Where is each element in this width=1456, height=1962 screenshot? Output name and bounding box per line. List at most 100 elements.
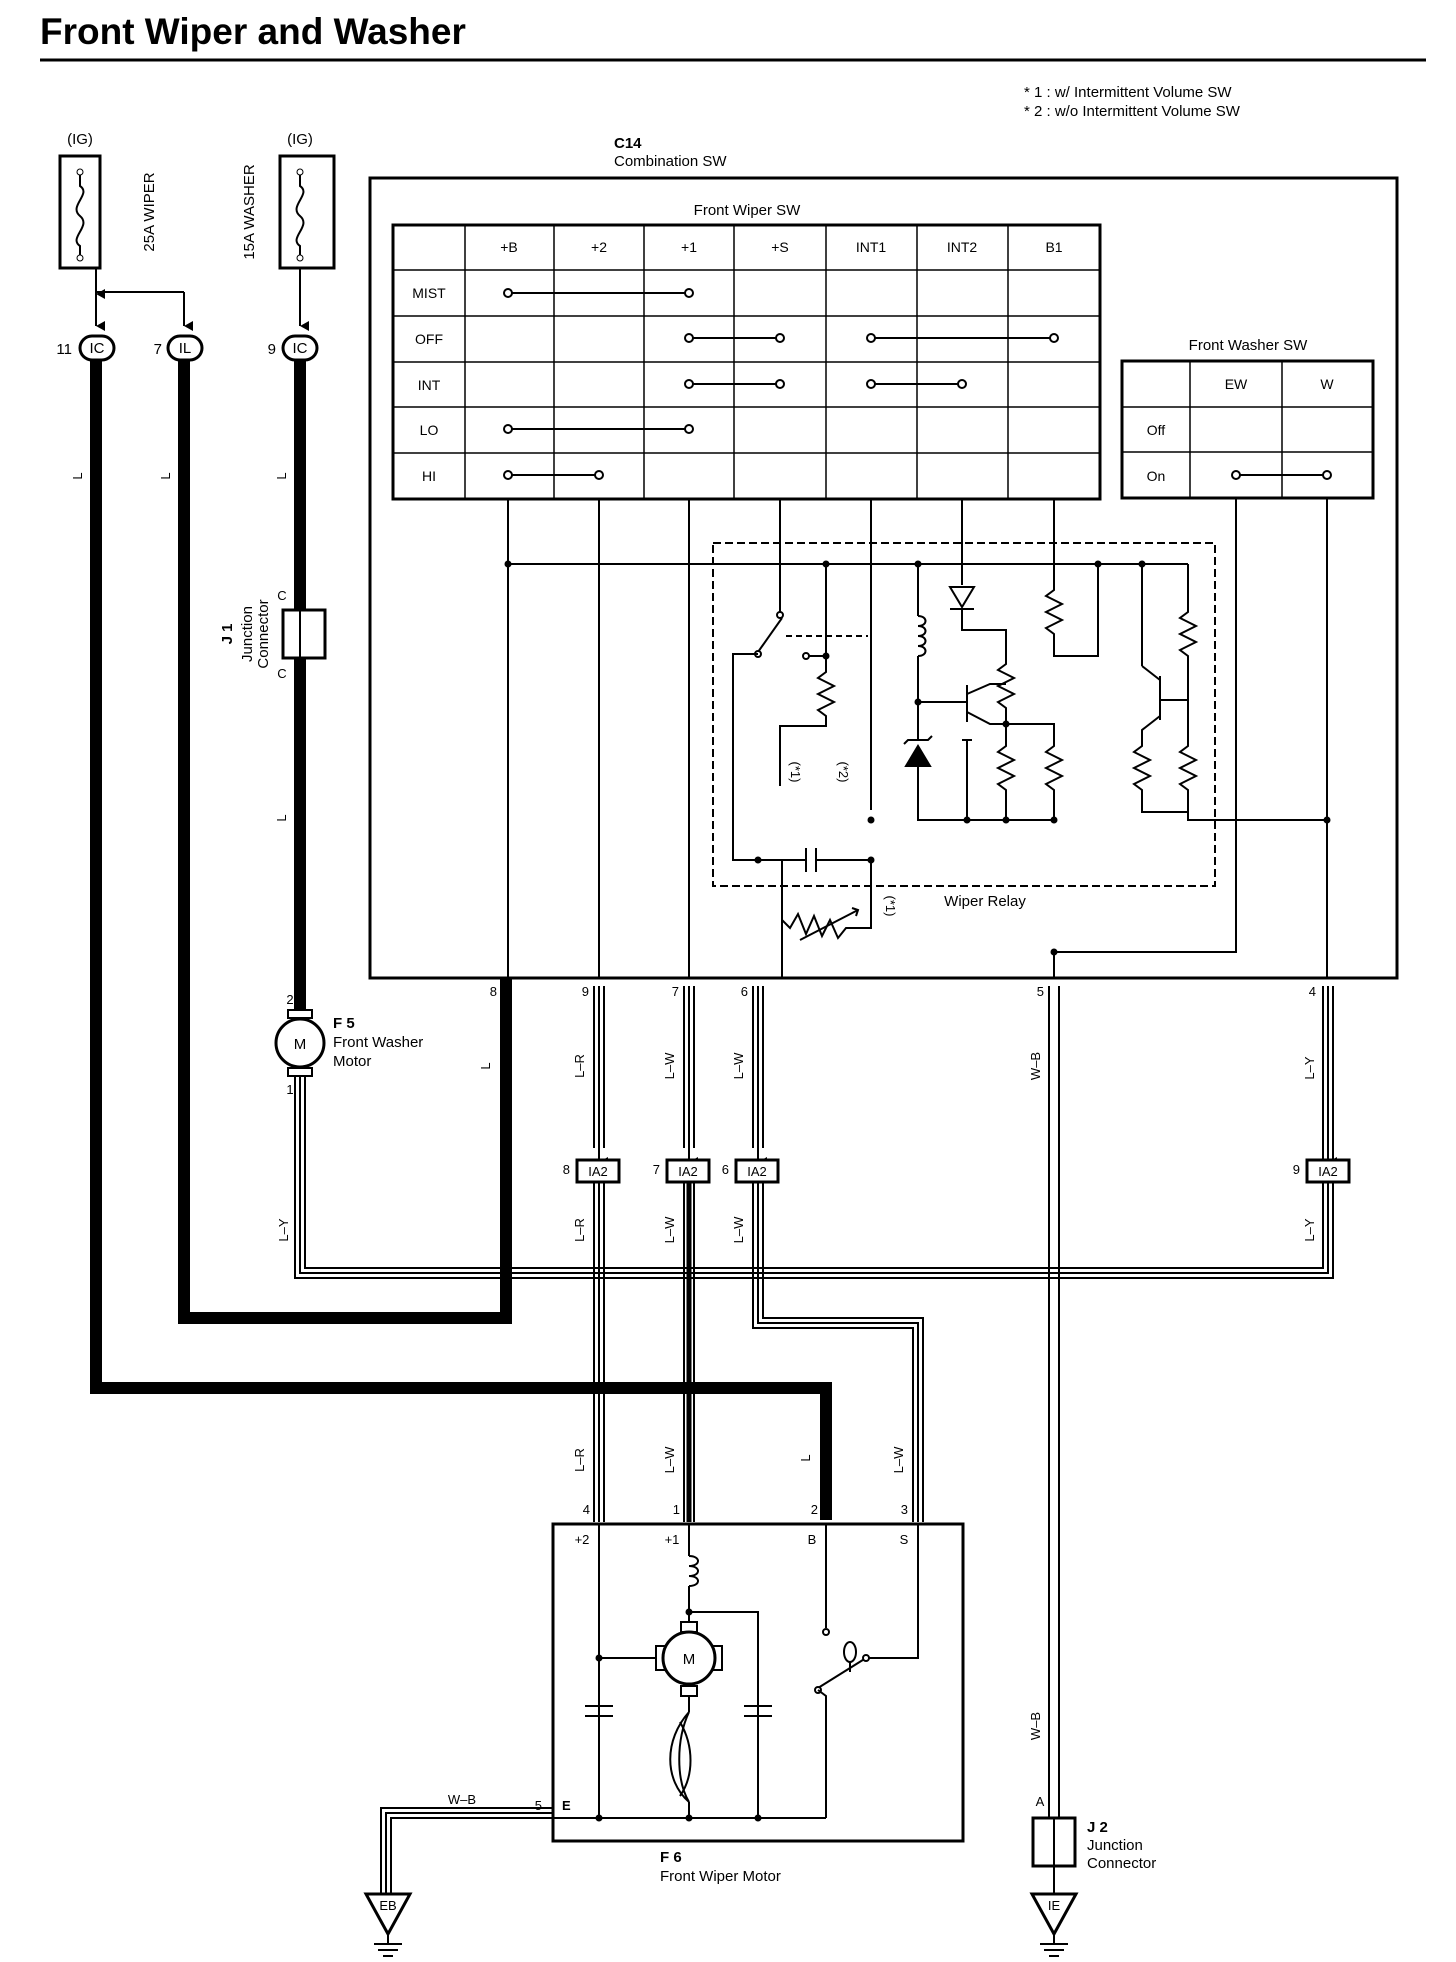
- svg-text:IA2: IA2: [747, 1164, 767, 1179]
- notes: * 1 : w/ Intermittent Volume SW * 2 : w/…: [1024, 84, 1241, 120]
- wire-color-labels-l: L L L L L L: [70, 472, 813, 1461]
- f6-code: F 6: [660, 1849, 682, 1866]
- fuse-element-icon: [295, 172, 305, 260]
- svg-text:L–W: L–W: [662, 1052, 677, 1079]
- svg-text:On: On: [1147, 468, 1166, 484]
- svg-text:IA2: IA2: [678, 1164, 698, 1179]
- fuse-supply-label: (IG): [287, 131, 313, 148]
- svg-text:Front Washer SW: Front Washer SW: [1189, 337, 1308, 354]
- svg-text:L: L: [274, 814, 289, 821]
- svg-text:7: 7: [672, 984, 679, 999]
- fuse-output-wires: [95, 268, 309, 331]
- svg-text:5: 5: [535, 1798, 542, 1813]
- svg-text:8: 8: [490, 984, 497, 999]
- connector-code: IL: [179, 340, 192, 357]
- svg-text:Front Washer: Front Washer: [333, 1034, 423, 1051]
- svg-text:IA2: IA2: [1318, 1164, 1338, 1179]
- svg-text:Motor: Motor: [333, 1053, 371, 1070]
- c14-code: C14: [614, 135, 642, 152]
- wire-w-b-to-j2: [1048, 986, 1060, 1800]
- svg-text:5: 5: [1037, 984, 1044, 999]
- svg-text:8: 8: [563, 1162, 570, 1177]
- connector-il-7: 7 IL: [154, 334, 204, 362]
- svg-text:EW: EW: [1225, 376, 1248, 392]
- svg-text:2: 2: [811, 1502, 818, 1517]
- svg-text:W–B: W–B: [448, 1792, 476, 1807]
- c14-name: Combination SW: [614, 153, 727, 170]
- note-2: * 2 : w/o Intermittent Volume SW: [1024, 103, 1241, 120]
- front-wiper-motor-f6: 4 1 2 3 +2 +1 B S 5 E F 6 Front Wiper Mo…: [535, 1502, 965, 1885]
- svg-text:A: A: [1036, 1794, 1045, 1809]
- svg-text:INT1: INT1: [856, 239, 887, 255]
- svg-text:+1: +1: [665, 1532, 680, 1547]
- svg-text:W–B: W–B: [1028, 1712, 1043, 1740]
- svg-text:L–R: L–R: [572, 1054, 587, 1078]
- j1-pin-top: C: [277, 588, 286, 603]
- svg-text:(*1): (*1): [883, 896, 898, 917]
- connector-ia2-6: 6 IA2: [722, 1158, 780, 1184]
- svg-text:6: 6: [741, 984, 748, 999]
- j1-name-2: Connector: [255, 599, 272, 668]
- ground-icon: IE: [1048, 1898, 1061, 1913]
- svg-text:+1: +1: [681, 239, 697, 255]
- svg-text:L–W: L–W: [731, 1052, 746, 1079]
- svg-text:3: 3: [901, 1502, 908, 1517]
- fuse-25a-wiper: (IG) 25A WIPER: [58, 131, 158, 270]
- svg-text:7: 7: [653, 1162, 660, 1177]
- svg-text:W–B: W–B: [1028, 1052, 1043, 1080]
- connector-pin: 7: [154, 341, 162, 358]
- fuse-supply-label: (IG): [67, 131, 93, 148]
- wires-to-wiper-motor: [593, 1182, 924, 1522]
- svg-text:L: L: [478, 1062, 493, 1069]
- fuse-15a-washer: (IG) 15A WASHER: [241, 131, 336, 270]
- ground-eb: EB: [363, 1892, 413, 1957]
- svg-text:OFF: OFF: [415, 331, 443, 347]
- junction-connector-j1: C C J 1 Junction Connector: [219, 588, 327, 681]
- svg-text:L–Y: L–Y: [276, 1218, 291, 1241]
- j1-code: J 1: [219, 624, 236, 645]
- j1-pin-bottom: C: [277, 666, 286, 681]
- svg-text:(*1): (*1): [788, 762, 803, 783]
- svg-text:1: 1: [673, 1502, 680, 1517]
- svg-text:(*2): (*2): [836, 762, 851, 783]
- svg-text:INT: INT: [418, 377, 441, 393]
- connector-ic-11: 11 IC: [56, 334, 116, 362]
- motor-icon: M: [294, 1036, 307, 1053]
- svg-text:+S: +S: [771, 239, 789, 255]
- continuity-marks: [503, 288, 1059, 480]
- connector-code: IC: [293, 340, 308, 357]
- svg-text:HI: HI: [422, 468, 436, 484]
- svg-text:6: 6: [722, 1162, 729, 1177]
- connector-ia2-9: 9 IA2: [1293, 1158, 1351, 1184]
- fuse-element-icon: [75, 172, 85, 260]
- svg-text:L–Y: L–Y: [1302, 1056, 1317, 1079]
- connector-ic-9: 9 IC: [268, 334, 319, 362]
- svg-text:IA2: IA2: [588, 1164, 608, 1179]
- svg-text:2: 2: [286, 992, 293, 1007]
- svg-text:L–R: L–R: [572, 1448, 587, 1472]
- svg-text:Connector: Connector: [1087, 1855, 1156, 1872]
- wiper-relay: Wiper Relay: [504, 542, 1331, 978]
- svg-text:B1: B1: [1045, 239, 1062, 255]
- svg-text:S: S: [900, 1532, 909, 1547]
- connector-code: IC: [90, 340, 105, 357]
- svg-text:Junction: Junction: [1087, 1837, 1143, 1854]
- svg-text:Front Wiper SW: Front Wiper SW: [694, 202, 802, 219]
- f5-code: F 5: [333, 1015, 355, 1032]
- svg-text:L–W: L–W: [731, 1216, 746, 1243]
- svg-text:L–W: L–W: [662, 1216, 677, 1243]
- front-washer-motor-f5: 2 M 1 F 5 Front Washer Motor: [274, 992, 423, 1097]
- internal-wiring: [507, 498, 1328, 978]
- svg-text:LO: LO: [420, 422, 439, 438]
- wire-l-y-bus: [294, 986, 1334, 1279]
- combination-switch-c14: C14 Combination SW: [368, 135, 1399, 980]
- svg-text:9: 9: [582, 984, 589, 999]
- page-title: Front Wiper and Washer: [40, 11, 466, 52]
- svg-text:E: E: [562, 1798, 571, 1813]
- wiper-relay-label: Wiper Relay: [944, 893, 1026, 910]
- harness-wires-l: [90, 360, 832, 1520]
- connector-ia2-7: 7 IA2: [653, 1158, 711, 1184]
- f6-name: Front Wiper Motor: [660, 1868, 781, 1885]
- j2-code: J 2: [1087, 1819, 1108, 1836]
- svg-text:L–W: L–W: [891, 1446, 906, 1473]
